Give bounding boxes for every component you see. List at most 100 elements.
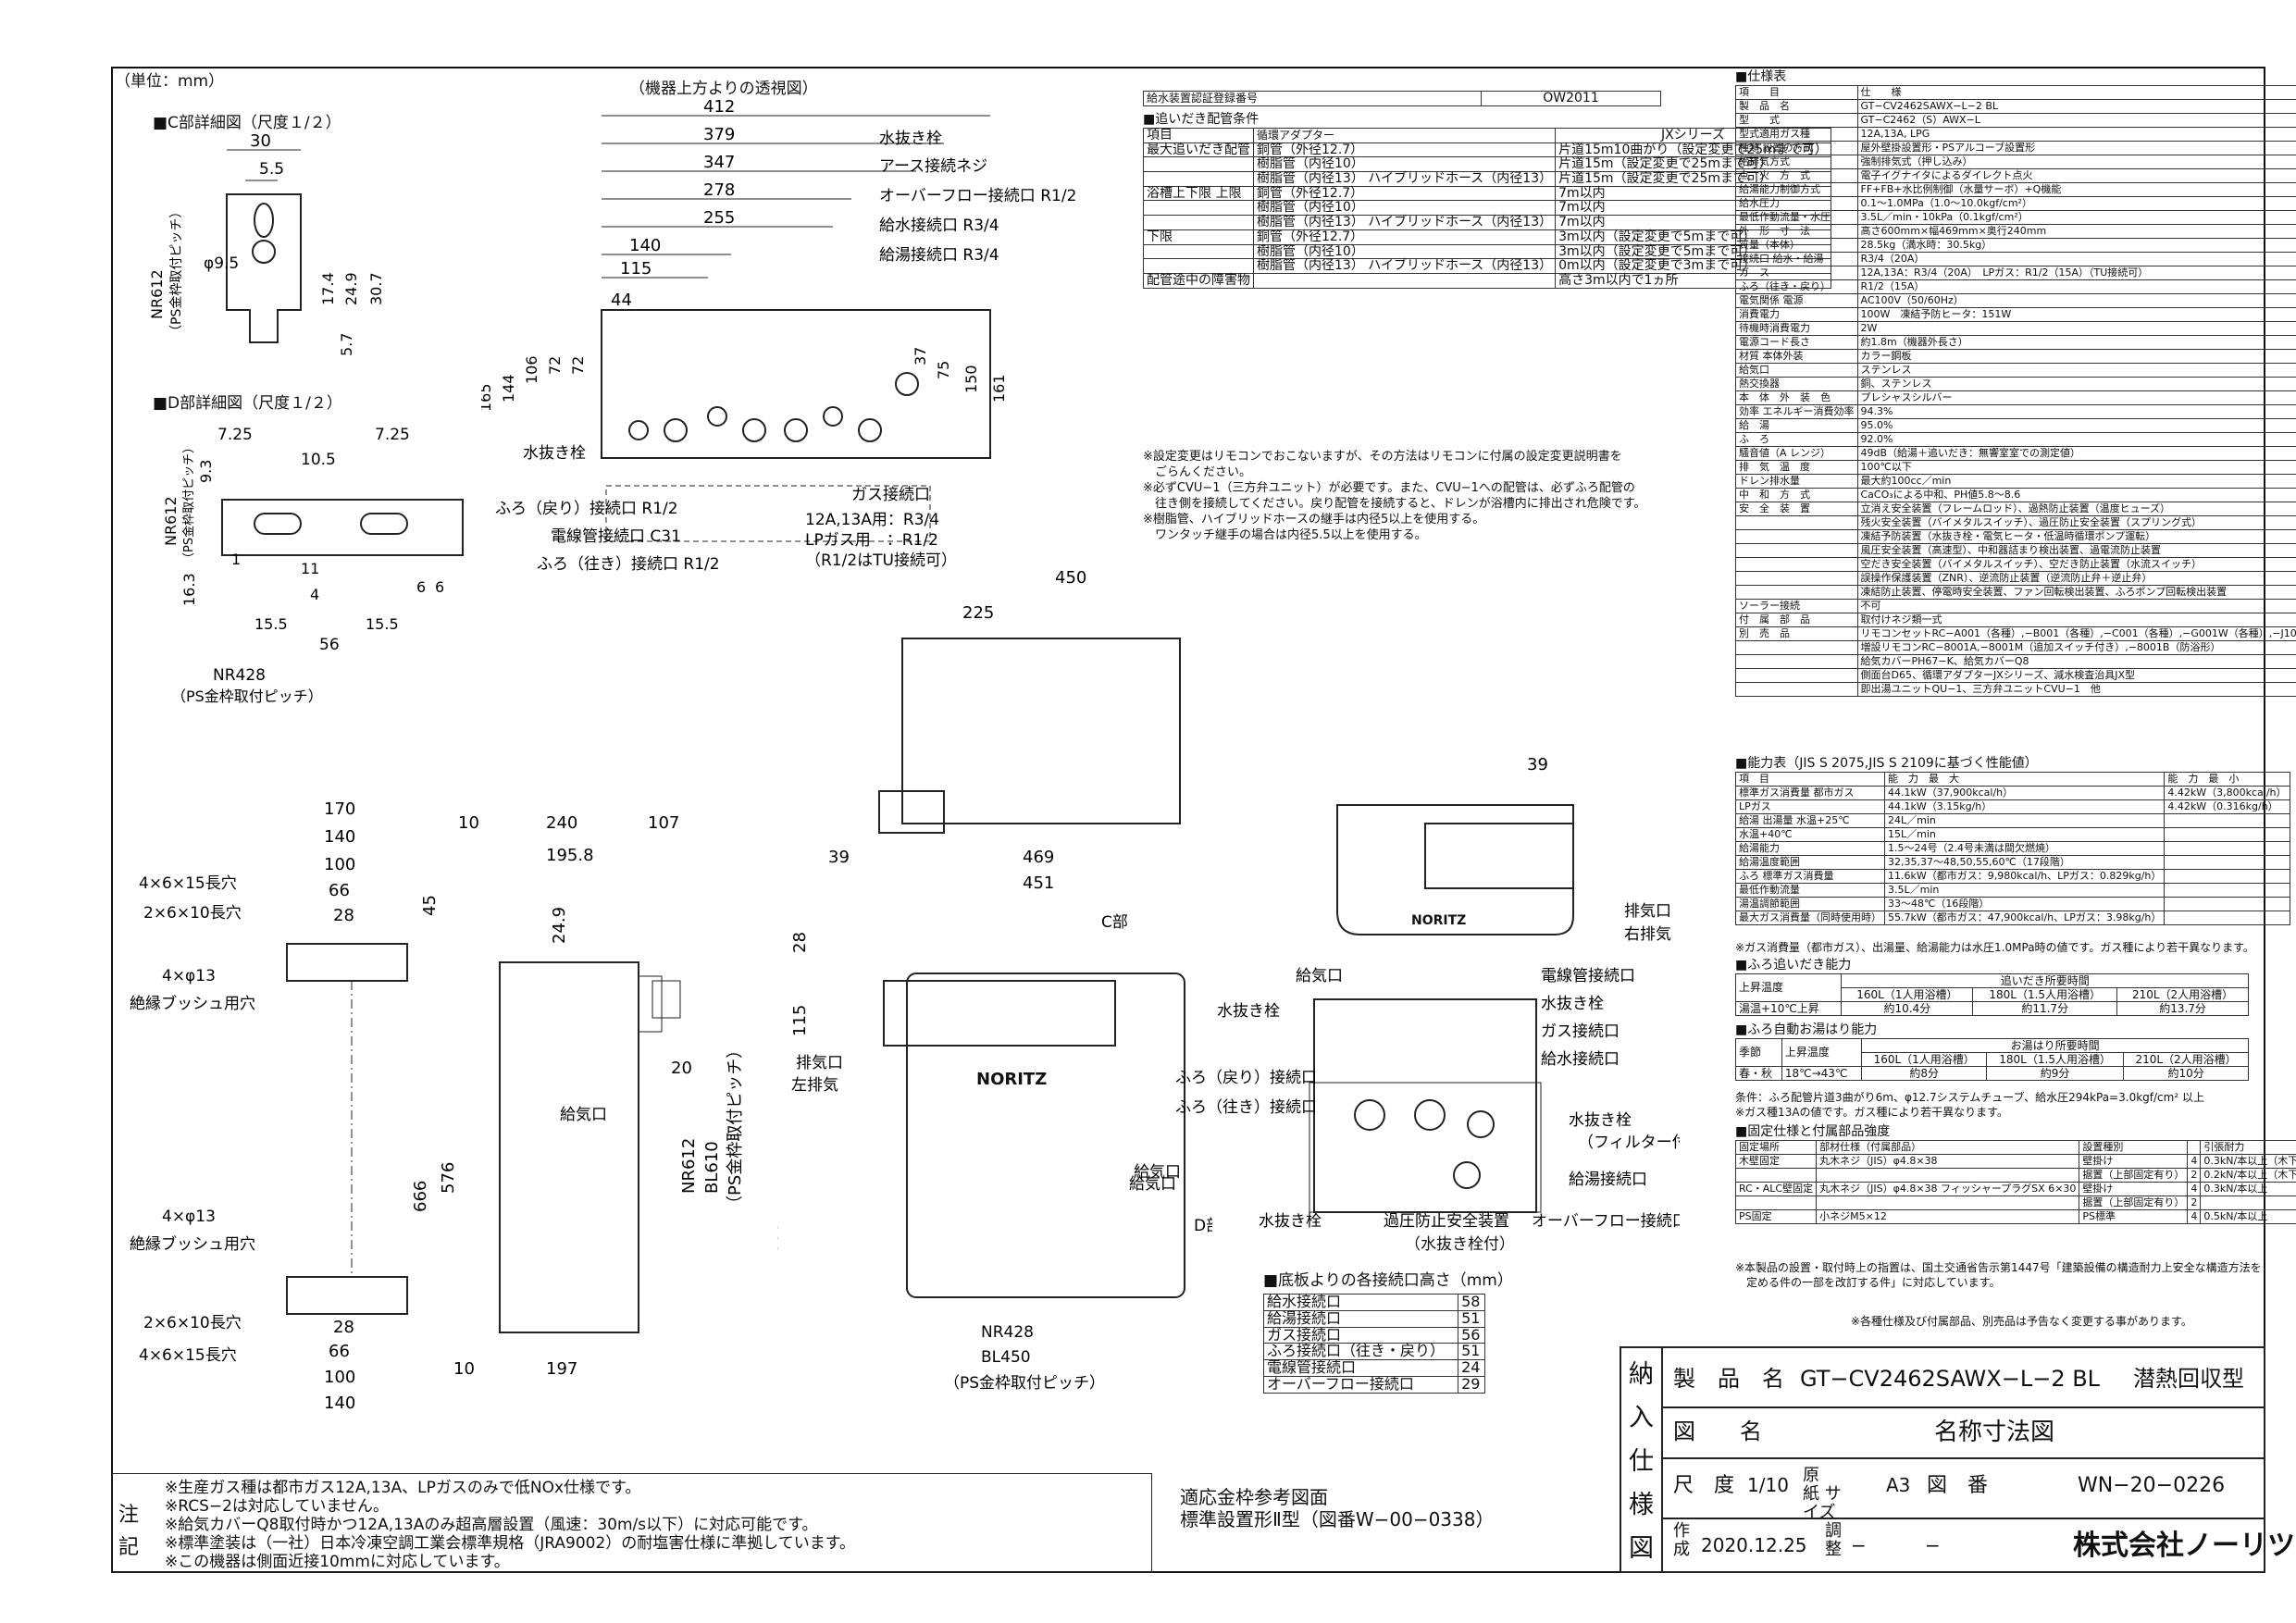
fv-pitch: （PS金枠取付ピッチ） (944, 1374, 1105, 1393)
rv-hole-4xphi13: 4×φ13 (162, 967, 216, 985)
rv-28b: 28 (333, 1318, 354, 1337)
spec-cell: 強制排気式（押し込み） (1856, 155, 2296, 169)
capacity-cell: 項 目 (1735, 772, 1885, 787)
title-block (1620, 1346, 2265, 1573)
d-pitch: （PS金枠取付ピッチ） (181, 441, 196, 564)
sv-45: 45 (420, 895, 440, 916)
bv-overflow: オーバーフロー接続口 (1532, 1212, 1680, 1231)
top-view-title: （機器上方よりの透視図） (629, 80, 818, 98)
reheat-cell (1143, 156, 1254, 173)
rv-hole-4xphi13b: 4×φ13 (162, 1208, 216, 1226)
bv-drain-right: 水抜き栓 (1541, 995, 1604, 1013)
spec-row: 給排気方式強制排気式（押し込み） (1735, 155, 2296, 169)
spec-cell: R1/2（15A） (1856, 279, 2296, 294)
spec-row: 増設リモコンRC−8001A,−8001M（追加スイッチ付き）,−8001B（防… (1735, 640, 2296, 655)
note-item: ※給気カバーQ8取付時かつ12A,13Aのみ超高層設置（風速：30m/s以下）に… (165, 1516, 818, 1534)
capacity-row: 最大ガス消費量（同時使用時）55.7kW（都市ガス：47,900kcal/h、L… (1735, 911, 2290, 925)
spec-row: 風圧安全装置（高速型）、中和器詰まり検出装置、過電流防止装置 (1735, 543, 2296, 558)
reheat-cap-table: 上昇温度 追いだき所要時間 160L（1人用浴槽） 180L（1.5人用浴槽） … (1734, 973, 2249, 1016)
tv-115: 115 (620, 259, 652, 279)
fixing-cell: PS固定 (1734, 1209, 1818, 1224)
bv-drain-left: 水抜き栓 (1217, 1002, 1280, 1021)
fixing-cell: 据置（上部固定有り） (2079, 1196, 2189, 1210)
fv-exhaust: 排気口 (796, 1054, 843, 1072)
af-col-180: 180L（1.5人用浴槽） (1986, 1052, 2125, 1067)
tv-water-inlet: 給水接続口 R3/4 (879, 217, 999, 235)
fv-600: 600 (777, 1222, 782, 1254)
fixing-cell (1816, 1196, 2080, 1210)
rc-row-180: 約11.7分 (1972, 1001, 2118, 1016)
rv-100: 100 (324, 855, 355, 874)
sv-24-9: 24.9 (550, 907, 569, 944)
spec-row: 凍結予防装置（水抜き栓・電気ヒータ・低温時循環ポンプ運転） (1735, 529, 2296, 544)
reheat-note: ごらんください。 (1143, 465, 1252, 479)
capacity-cell: 能 力 最 小 (2164, 772, 2290, 787)
c-nr612: NR612 (148, 269, 166, 319)
tv-bath-return: ふろ（戻り）接続口 R1/2 (495, 500, 678, 518)
spec-row: 凍結防止装置、停電時安全装置、ファン回転検出装置、ふろポンプ回転検出装置 (1735, 585, 2296, 600)
capacity-cell (2164, 883, 2290, 898)
tb-made: 2020.12.25 (1701, 1534, 1807, 1556)
spec-row: 別 売 品リモコンセットRC−A001（各種）,−B001（各種）,−C001（… (1735, 626, 2296, 641)
fixing-cell: 4 (2187, 1209, 2202, 1224)
tb-number: WN−20−0226 (2078, 1474, 2226, 1497)
reheat-cell: 樹脂管（内径13） ハイブリッドホース（内径13） (1252, 215, 1557, 230)
reheat-title: ■追いだき配管条件 (1143, 112, 1260, 127)
tv-conduit: 電線管接続口 C31 (551, 527, 681, 546)
tv-161: 161 (990, 374, 1008, 403)
fixing-note-1: ※本製品の設置・取付時上の指置は、国土交通省告示第1447号「建築設備の構造耐力… (1735, 1261, 2262, 1274)
fixing-head-cell: 固定場所 (1734, 1140, 1818, 1155)
spec-cell: 接続口 給水・給湯 (1735, 252, 1858, 266)
tb-check-label: 調整 (1825, 1521, 1842, 1559)
capacity-cell (2164, 827, 2290, 842)
rv-bushing2: 絶縁ブッシュ用穴 (130, 1234, 255, 1254)
fv-225: 225 (962, 603, 994, 623)
auto-fill-table: 季節 上昇温度 お湯はり所要時間 160L（1人用浴槽） 180L（1.5人用浴… (1735, 1038, 2249, 1081)
reheat-cell: 樹脂管（内径13） ハイブリッドホース（内径13） (1252, 171, 1557, 187)
spec-cell: 給排気方式 (1735, 155, 1858, 169)
tv-gas-lp: LPガス用 ：R1/2 (805, 531, 938, 550)
tv-44: 44 (611, 291, 632, 310)
re-exhaust: 排気口 (1624, 902, 1671, 921)
reheat-row: 配管途中の障害物高さ3m以内で1ヵ所 (1143, 272, 1831, 289)
tb-drawing-label: 図 名 (1673, 1419, 1762, 1444)
spec-row: 熱交換器銅、ステンレス (1735, 377, 2296, 391)
spec-row: 質量（本体）28.5kg（満水時：30.5kg） (1735, 238, 2296, 253)
fixing-cell: RC・ALC壁固定 (1734, 1182, 1818, 1196)
fv-28: 28 (790, 932, 810, 953)
tv-72a: 72 (546, 356, 564, 375)
tv-bath-go: ふろ（往き）接続口 R1/2 (537, 555, 720, 574)
capacity-cell: 32,35,37〜48,50,55,60℃（17段階） (1883, 855, 2166, 870)
spec-cell: ステンレス (1856, 363, 2296, 378)
spec-cell: ガ ス (1735, 266, 1858, 280)
reheat-cap-title: ■ふろ追いだき能力 (1735, 958, 1852, 973)
spec-cell: 風圧安全装置（高速型）、中和器詰まり検出装置、過電流防止装置 (1856, 543, 2296, 558)
c-dim-17-4: 17.4 (319, 272, 337, 305)
rv-140: 140 (324, 827, 355, 847)
capacity-cell: 55.7kW（都市ガス：47,900kcal/h、LPガス：3.98kg/h） (1883, 911, 2166, 925)
capacity-cell: 最大ガス消費量（同時使用時） (1735, 911, 1885, 925)
reheat-row: 樹脂管（内径13） ハイブリッドホース（内径13）7m以内 (1143, 215, 1831, 230)
rv-bushing: 絶縁ブッシュ用穴 (130, 994, 255, 1013)
frame-ref-2: 標準設置形Ⅱ型（図番W−00−0338） (1180, 1508, 1495, 1530)
reheat-cell: 浴槽上下限 上限 (1143, 185, 1254, 202)
reheat-note: 往き側を接続してください。戻り配管を接続すると、ドレンが浴槽内に排出され危険です… (1143, 497, 1646, 511)
spec-cell: 項 目 (1735, 85, 1858, 100)
spec-cell: 中 和 方 式 (1735, 488, 1858, 502)
spec-cell (1735, 515, 1858, 530)
d-dim-16-3: 16.3 (180, 573, 198, 606)
heights-cell: 58 (1458, 1294, 1485, 1311)
spec-cell: 3.5L／min・10kPa（0.1kgf/cm²） (1856, 210, 2296, 225)
fixing-cell: 丸木ネジ（JIS）φ4.8×38 (1816, 1154, 2080, 1169)
reheat-cell (1143, 215, 1254, 230)
fixing-cell (1734, 1168, 1818, 1183)
reheat-body: 最大追いだき配管銅管（外径12.7）片道15m10曲がり（設定変更で25mまで可… (1143, 142, 1831, 289)
reheat-row: 樹脂管（内径10）片道15m（設定変更で25mまで可） (1143, 156, 1831, 173)
af-row-180: 約9分 (1986, 1066, 2125, 1081)
bv-relief-sub: （水抜き栓付） (1405, 1235, 1515, 1254)
spec-cell: 94.3% (1856, 404, 2296, 419)
